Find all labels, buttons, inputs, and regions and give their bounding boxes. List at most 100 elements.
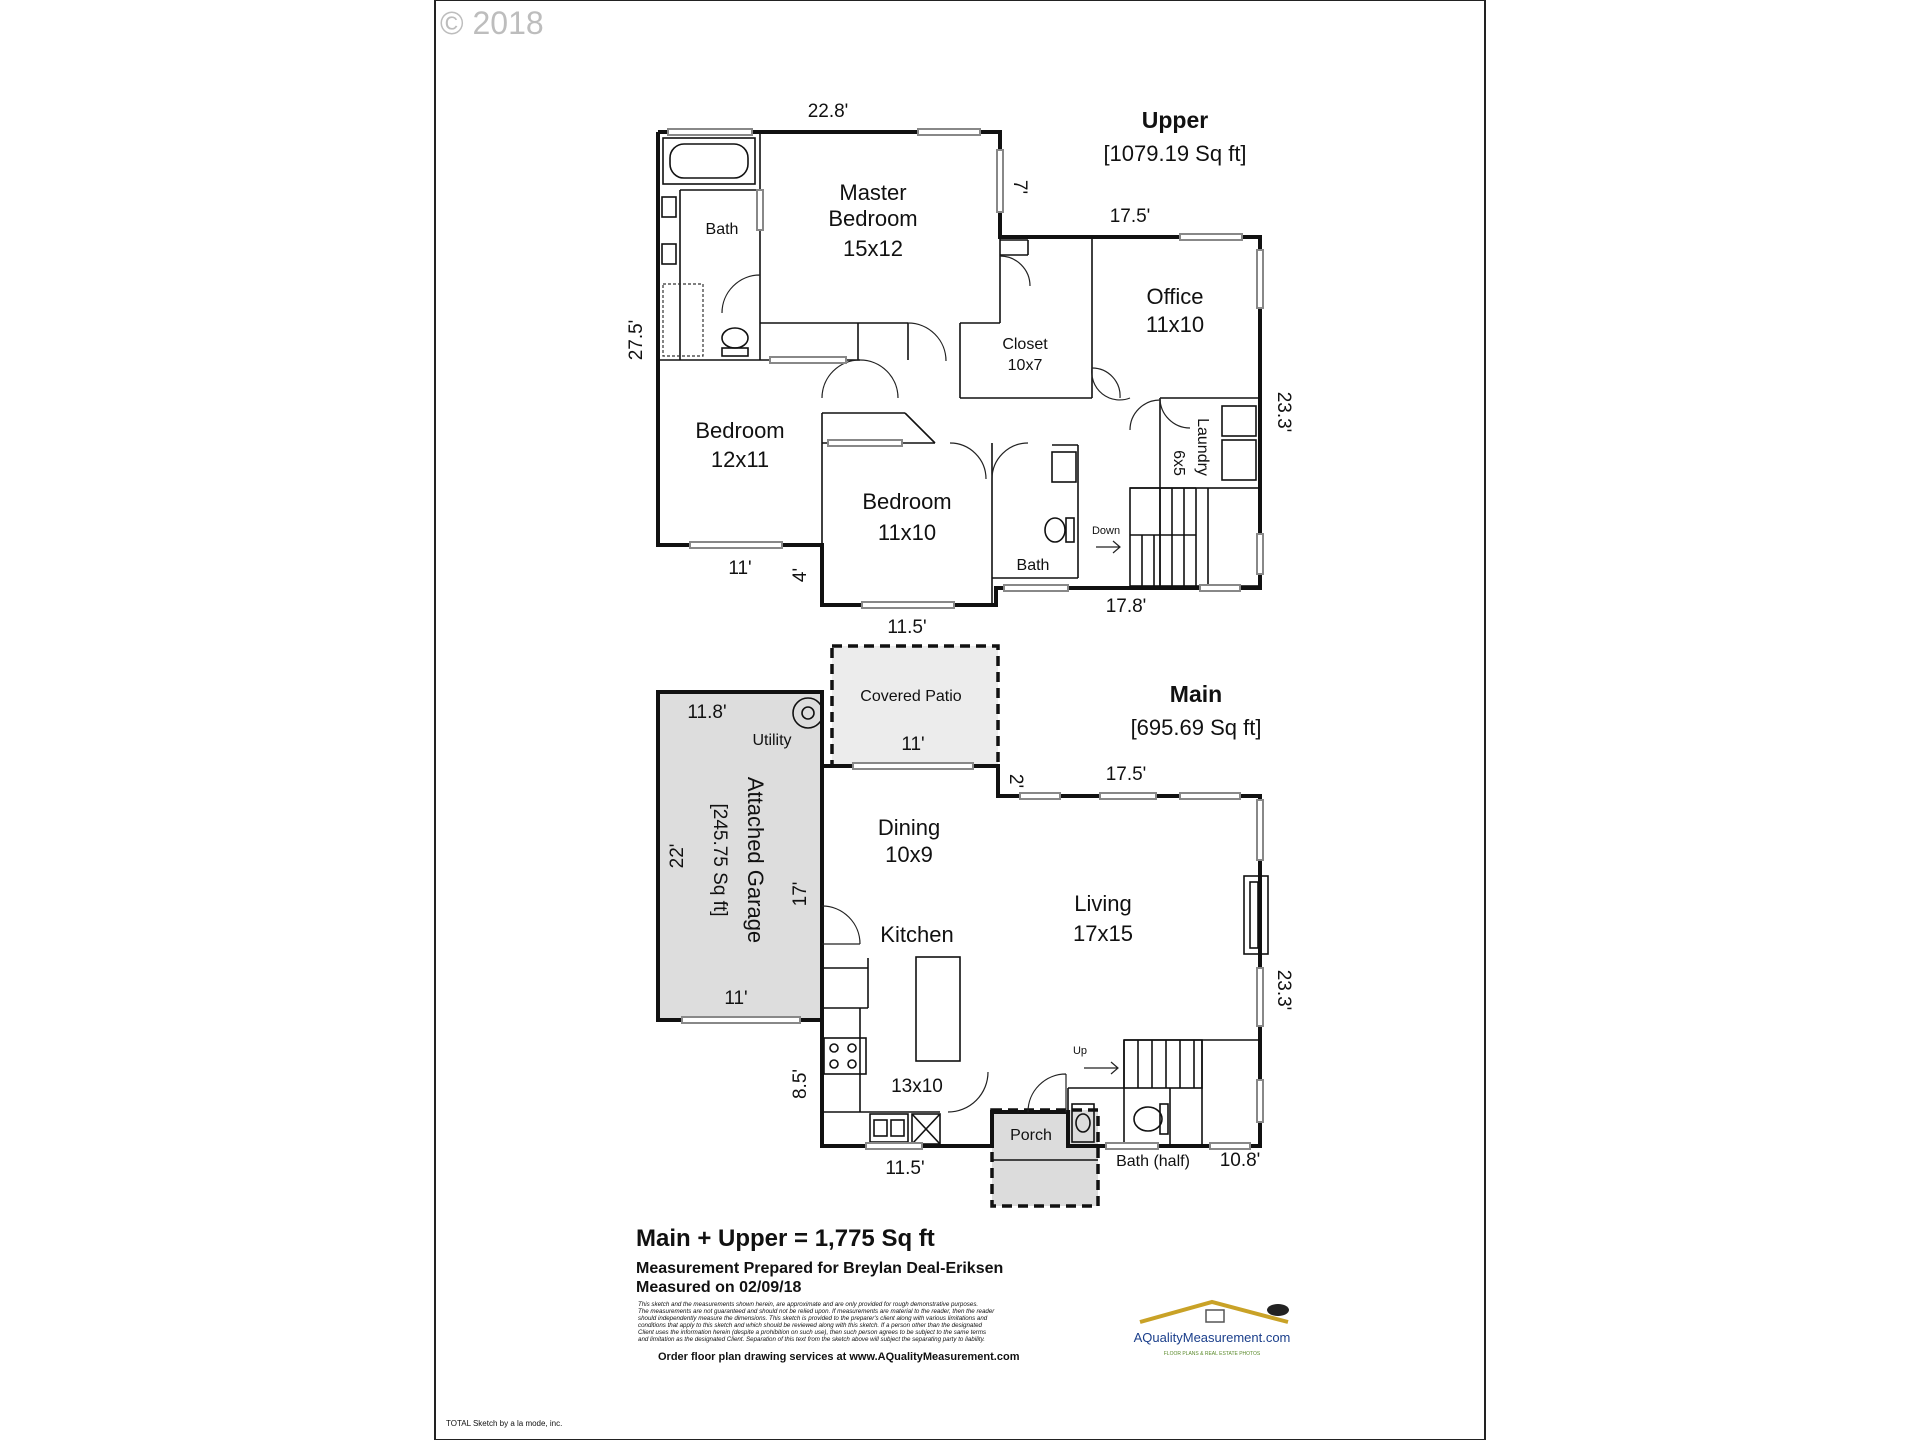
arrow-right-icon (1084, 1061, 1119, 1075)
master-bedroom-label: Bedroom (828, 206, 917, 231)
hall-bath-label: Bath (1017, 557, 1050, 574)
dryer-icon (1221, 439, 1257, 481)
dim-garage-top: 11.8' (687, 702, 726, 723)
main-floor-plan: Main [695.69 Sq ft] Covered Patio Utilit… (656, 644, 1294, 1208)
total-area: Main + Upper = 1,775 Sq ft (636, 1225, 935, 1252)
water-heater-icon (792, 697, 824, 729)
logo-tagline: FLOOR PLANS & REAL ESTATE PHOTOS (1164, 1351, 1261, 1357)
dim-upper-bottom-mid: 11.5' (887, 617, 926, 638)
master-bedroom-size: 15x12 (843, 236, 903, 261)
summary-block: Main + Upper = 1,775 Sq ft Measurement P… (636, 1225, 1020, 1363)
bedroom-11x10-size: 11x10 (878, 520, 936, 545)
upper-doors (721, 255, 1191, 480)
dim-upper-top: 22.8' (808, 101, 849, 122)
sink-icon (1051, 451, 1077, 483)
upper-stairs (1129, 487, 1261, 587)
stairs-up-label: Up (1073, 1045, 1087, 1057)
order-link[interactable]: Order floor plan drawing services at www… (658, 1351, 1020, 1363)
disclaimer-line: The measurements are not guaranteed and … (638, 1308, 995, 1315)
tape-measure-icon (1267, 1304, 1289, 1316)
stairs-down-label: Down (1092, 525, 1120, 537)
prepared-for: Measurement Prepared for Breylan Deal-Er… (636, 1260, 1003, 1277)
sink-icon (661, 196, 677, 218)
logo-name: AQualityMeasurement.com (1134, 1330, 1291, 1345)
bedroom-12x11-label: Bedroom (695, 418, 784, 443)
dim-main-85: 8.5' (790, 1069, 811, 1099)
main-title: Main (1170, 681, 1222, 707)
company-logo: AQualityMeasurement.com FLOOR PLANS & RE… (1134, 1299, 1291, 1357)
disclaimer-line: and limitation as the designated Client.… (638, 1336, 985, 1343)
closet-size: 10x7 (1008, 357, 1043, 374)
shower-icon (662, 283, 704, 357)
sink-icon (661, 243, 677, 265)
arrow-right-icon (1096, 540, 1121, 554)
dim-main-bottom-right: 10.8' (1220, 1150, 1261, 1171)
dim-upper-right-top: 17.5' (1110, 206, 1151, 227)
measured-date: Measured on 02/09/18 (636, 1279, 802, 1296)
garage-label: Attached Garage (743, 777, 768, 943)
utility-label: Utility (752, 732, 791, 749)
laundry-label: Laundry (1194, 418, 1211, 476)
dining-size: 10x9 (885, 842, 933, 867)
dim-main-top-right: 17.5' (1106, 764, 1147, 785)
kitchen-label: Kitchen (880, 922, 953, 947)
disclaimer-line: conditions that apply to this sketch and… (638, 1322, 983, 1329)
dim-garage-side: 22' (667, 844, 688, 869)
master-bedroom-label: Master (839, 180, 906, 205)
disclaimer-line: Client uses the information herein (desp… (638, 1329, 986, 1336)
house-icon (1205, 1309, 1225, 1323)
washer-icon (1221, 405, 1257, 437)
sink-icon (1071, 1103, 1095, 1143)
house-roof-icon (1139, 1299, 1289, 1324)
closet-label: Closet (1002, 336, 1048, 353)
toilet-icon (1133, 1103, 1169, 1135)
main-windows (681, 762, 1264, 1150)
toilet-icon (1044, 517, 1075, 543)
dim-kitchen-side: 17' (790, 882, 811, 907)
garage-area: [245.75 Sq ft] (709, 803, 730, 916)
covered-patio-area (830, 644, 1000, 768)
porch-label: Porch (1010, 1127, 1052, 1144)
software-footer: TOTAL Sketch by a la mode, inc. (446, 1419, 562, 1428)
attached-garage-area (656, 690, 824, 1022)
dim-main-right: 23.3' (1273, 970, 1294, 1011)
bedroom-12x11-size: 12x11 (711, 447, 769, 472)
stove-icon (823, 1037, 867, 1075)
dim-upper-left: 27.5' (626, 320, 647, 361)
dim-main-2: 2' (1005, 774, 1026, 788)
dim-garage-bottom: 11' (724, 988, 747, 1009)
dim-upper-7: 7' (1009, 180, 1030, 194)
master-bath-label: Bath (706, 221, 739, 238)
kitchen-size: 13x10 (891, 1076, 943, 1097)
dim-upper-right: 23.3' (1273, 392, 1294, 433)
bathtub-icon (662, 137, 756, 185)
fireplace-icon (1243, 875, 1269, 955)
living-size: 17x15 (1073, 921, 1133, 946)
upper-floor-plan: Upper [1079.19 Sq ft] Master Bedroom 15x… (626, 101, 1294, 638)
dim-upper-bottom-right: 17.8' (1106, 596, 1147, 617)
main-stairs (1123, 1039, 1203, 1146)
upper-title: Upper (1142, 107, 1209, 133)
living-label: Living (1074, 891, 1131, 916)
laundry-size: 6x5 (1170, 450, 1187, 476)
upper-windows (667, 128, 1264, 609)
disclaimer-line: This sketch and the measurements shown h… (638, 1301, 978, 1308)
upper-area: [1079.19 Sq ft] (1103, 141, 1246, 166)
disclaimer-line: should independently measure the dimensi… (638, 1315, 988, 1322)
toilet-icon (721, 327, 749, 357)
covered-patio-label: Covered Patio (860, 688, 961, 705)
dim-patio: 11' (901, 734, 924, 755)
main-doors (821, 905, 1067, 1113)
bedroom-11x10-label: Bedroom (862, 489, 951, 514)
dim-upper-4: 4' (790, 568, 811, 582)
porch-area (990, 1108, 1100, 1208)
dining-label: Dining (878, 815, 940, 840)
office-label: Office (1146, 284, 1203, 309)
copyright-mark: © 2018 (440, 5, 544, 41)
half-bath-label: Bath (half) (1116, 1153, 1190, 1170)
main-area: [695.69 Sq ft] (1131, 715, 1262, 740)
office-size: 11x10 (1146, 312, 1204, 337)
dim-main-bottom-mid: 11.5' (885, 1158, 924, 1179)
dishwasher-icon (911, 1113, 941, 1145)
